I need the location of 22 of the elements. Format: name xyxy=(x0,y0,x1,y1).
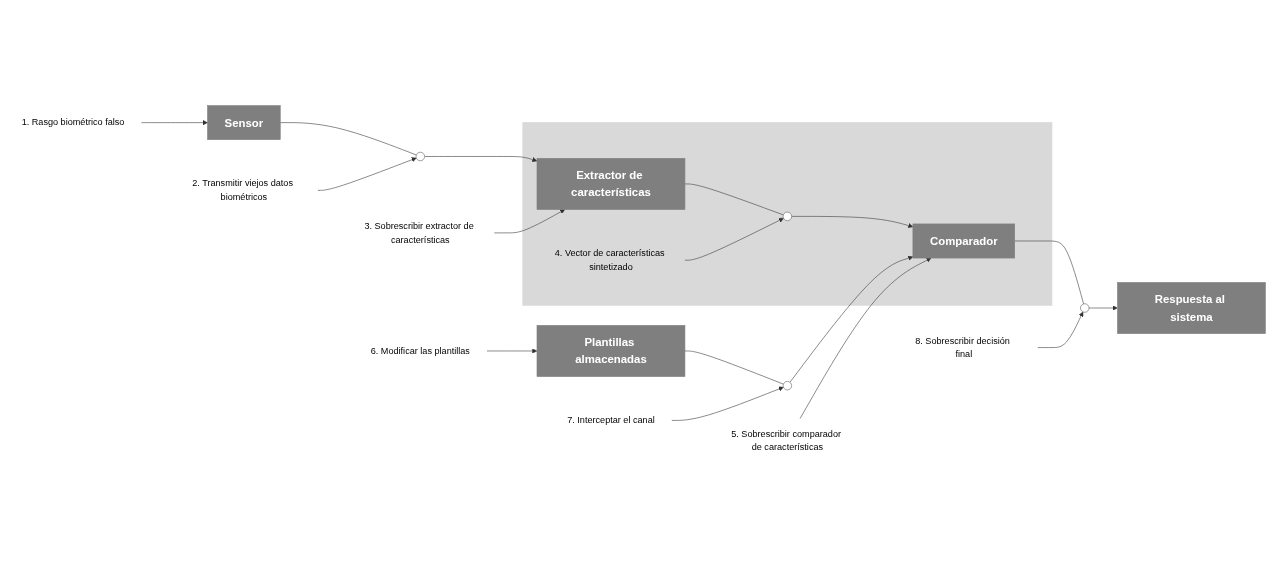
node-box: Plantillas almacenadas xyxy=(536,324,686,377)
node-circle xyxy=(1080,303,1090,313)
node-circle xyxy=(782,380,792,391)
node-text: 1. Rasgo biométrico falso xyxy=(21,117,125,127)
node-text: 2. Transmitir viejos datos biométricos xyxy=(192,178,293,202)
node-box: Sensor xyxy=(207,105,281,140)
node-circle xyxy=(782,211,792,221)
node-box: Extractor de características xyxy=(536,157,686,210)
node-text: 7. Interceptar el canal xyxy=(567,415,655,425)
node-text: 4. Vector de características sintetizado xyxy=(554,248,665,272)
node-text: 3. Sobrescribir extractor de características xyxy=(364,220,474,245)
connector xyxy=(1014,240,1084,304)
cluster xyxy=(522,121,1053,306)
connector xyxy=(684,183,784,215)
node-box: Respuesta al sistema xyxy=(1117,281,1266,334)
node-box: Comparador xyxy=(912,223,1015,259)
node-text: 5. Sobrescribir comparador de características xyxy=(731,428,842,452)
connector xyxy=(279,122,417,156)
node-circle xyxy=(415,151,425,161)
node-text: 6. Modificar las plantillas xyxy=(370,345,470,356)
connector xyxy=(684,350,784,385)
node-text: 8. Sobrescribir decisión final xyxy=(915,335,1010,359)
